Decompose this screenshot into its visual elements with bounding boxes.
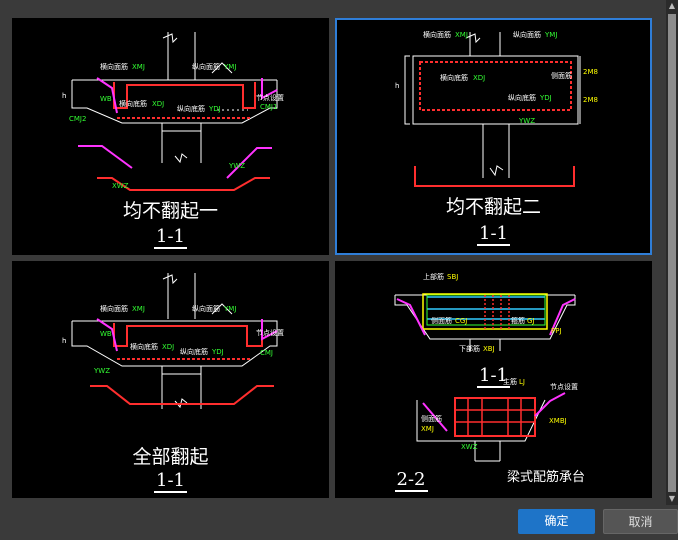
cancel-button[interactable]: 取消 — [603, 509, 678, 534]
card-title: 梁式配筋承台 — [507, 470, 586, 485]
card-title: 均不翻起一 — [122, 200, 218, 222]
card-section: 1-1 — [477, 223, 510, 246]
svg-text:2M8: 2M8 — [583, 96, 598, 104]
svg-text:XMJ: XMJ — [421, 425, 434, 433]
card-title: 全部翻起 — [132, 446, 209, 468]
svg-text:XMJ: XMJ — [132, 305, 145, 313]
svg-text:YMJ: YMJ — [544, 31, 557, 39]
svg-text:横向面筋: 横向面筋 — [100, 304, 128, 313]
svg-text:XMBJ: XMBJ — [549, 417, 567, 425]
svg-text:GJ: GJ — [527, 317, 535, 325]
svg-text:PPJ: PPJ — [551, 327, 562, 335]
svg-text:h: h — [395, 82, 399, 90]
svg-text:CMJ2: CMJ2 — [69, 115, 86, 123]
svg-text:CGJ: CGJ — [455, 317, 467, 325]
card-section: 1-1 — [154, 470, 187, 493]
svg-text:YDJ: YDJ — [211, 348, 224, 356]
scroll-down-icon[interactable]: ▼ — [668, 494, 676, 503]
section-2-label: 2-2 — [394, 469, 428, 492]
svg-text:纵向底筋: 纵向底筋 — [508, 93, 536, 102]
svg-text:侧面筋: 侧面筋 — [551, 71, 572, 80]
svg-text:纵向面筋: 纵向面筋 — [513, 30, 541, 39]
svg-text:XBJ: XBJ — [483, 345, 495, 353]
svg-text:横向面筋: 横向面筋 — [100, 62, 128, 71]
svg-text:YWZ: YWZ — [228, 162, 245, 170]
svg-text:节点设置: 节点设置 — [550, 382, 578, 391]
svg-text:XDJ: XDJ — [162, 343, 174, 351]
scroll-thumb[interactable] — [668, 14, 676, 492]
svg-text:纵向底筋: 纵向底筋 — [180, 347, 208, 356]
card-section: 1-1 — [154, 226, 187, 249]
svg-text:纵向面筋: 纵向面筋 — [192, 304, 220, 313]
svg-text:XWZ: XWZ — [112, 182, 129, 190]
svg-text:侧面筋: 侧面筋 — [431, 316, 452, 325]
svg-text:节点设置: 节点设置 — [256, 93, 284, 102]
svg-text:WB: WB — [100, 330, 112, 338]
svg-text:XDJ: XDJ — [152, 100, 164, 108]
svg-text:WB: WB — [100, 95, 112, 103]
svg-text:下部筋: 下部筋 — [459, 344, 480, 353]
svg-text:横向底筋: 横向底筋 — [130, 342, 158, 351]
svg-text:YDJ: YDJ — [208, 105, 221, 113]
svg-text:SBJ: SBJ — [447, 273, 458, 281]
svg-text:CMJ1: CMJ1 — [260, 103, 277, 111]
scroll-up-icon[interactable]: ▲ — [668, 1, 676, 10]
svg-text:CMJ: CMJ — [260, 349, 273, 357]
svg-text:节点设置: 节点设置 — [256, 328, 284, 337]
dialog-footer: 确定 取消 — [0, 505, 678, 540]
svg-text:h: h — [62, 92, 66, 100]
svg-text:YMJ: YMJ — [223, 305, 236, 313]
svg-text:LJ: LJ — [519, 378, 525, 386]
svg-text:纵向面筋: 纵向面筋 — [192, 62, 220, 71]
svg-text:横向底筋: 横向底筋 — [440, 73, 468, 82]
svg-text:上部筋: 上部筋 — [423, 272, 444, 281]
svg-text:YDJ: YDJ — [539, 94, 552, 102]
svg-text:2M8: 2M8 — [583, 68, 598, 76]
svg-text:XDJ: XDJ — [473, 74, 485, 82]
svg-text:YMJ: YMJ — [223, 63, 236, 71]
svg-text:纵向底筋: 纵向底筋 — [177, 104, 205, 113]
svg-text:横向面筋: 横向面筋 — [423, 30, 451, 39]
svg-text:箍筋: 箍筋 — [511, 316, 525, 325]
svg-text:YWZ: YWZ — [518, 117, 535, 125]
svg-text:主筋: 主筋 — [503, 377, 517, 386]
svg-text:XMJ: XMJ — [132, 63, 145, 71]
svg-text:h: h — [62, 337, 66, 345]
card-title: 均不翻起二 — [445, 196, 541, 218]
svg-text:YWZ: YWZ — [93, 367, 110, 375]
svg-text:侧面筋: 侧面筋 — [421, 414, 442, 423]
section-1-label: 1-1 — [477, 365, 510, 388]
svg-text:横向底筋: 横向底筋 — [119, 99, 147, 108]
vertical-scrollbar[interactable]: ▲ ▼ — [666, 0, 678, 505]
svg-text:XWZ: XWZ — [461, 443, 478, 451]
ok-button[interactable]: 确定 — [518, 509, 595, 534]
svg-text:XMJ: XMJ — [455, 31, 468, 39]
